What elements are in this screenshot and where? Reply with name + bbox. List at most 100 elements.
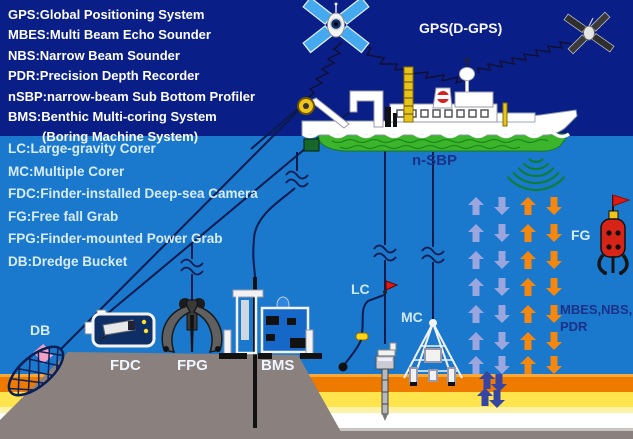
label-fg: FG bbox=[571, 227, 591, 243]
hull-wave-texture bbox=[331, 138, 549, 144]
beam-arrow-down-icon bbox=[546, 278, 562, 296]
funnel-emblem-bar bbox=[437, 95, 449, 99]
lc-float bbox=[355, 332, 369, 341]
fdc-light-2 bbox=[143, 328, 149, 334]
crane-pulley-hub bbox=[303, 103, 309, 109]
bms-leg-right bbox=[305, 329, 314, 355]
lc-flag-icon bbox=[385, 280, 399, 291]
legend-line: nSBP:narrow-beam Sub Bottom Profiler bbox=[8, 88, 256, 104]
beam-arrow-down-icon bbox=[546, 197, 562, 215]
dredge-bucket bbox=[7, 343, 65, 397]
deck-post bbox=[385, 107, 391, 127]
bow-mast bbox=[502, 102, 508, 127]
dgps-satellite-icon bbox=[563, 11, 615, 55]
fg-grab bbox=[597, 194, 631, 275]
cable-break-marks bbox=[180, 170, 445, 276]
rocky-slope bbox=[0, 352, 345, 439]
beam-arrow-up-icon bbox=[520, 197, 536, 215]
beam-arrow-up-icon bbox=[477, 388, 493, 406]
beam-arrow-up-icon bbox=[468, 332, 484, 350]
signal-right-sat-to-ship bbox=[477, 41, 573, 74]
legend-line: PDR:Precision Depth Recorder bbox=[8, 68, 200, 84]
lc-corer bbox=[338, 280, 399, 421]
legend-acronyms-top: GPS:Global Positioning System MBES:Multi… bbox=[8, 5, 255, 148]
label-nsbp: n-SBP bbox=[412, 152, 457, 169]
fdc-light bbox=[141, 319, 147, 325]
fg-body bbox=[600, 218, 626, 258]
beam-arrow-down-icon bbox=[546, 332, 562, 350]
label-gps-dgps: GPS(D-GPS) bbox=[419, 20, 503, 36]
beam-arrow-down-icon bbox=[546, 305, 562, 323]
lc-fin bbox=[377, 349, 396, 357]
cable-stub bbox=[250, 106, 301, 150]
beam-arrow-down-icon bbox=[489, 390, 505, 408]
lc-trigger-line bbox=[361, 294, 385, 334]
acoustic-beam-arrows bbox=[468, 197, 562, 408]
beam-arrow-up-icon bbox=[468, 278, 484, 296]
beam-arrow-down-icon bbox=[546, 224, 562, 242]
beam-arrow-up-icon bbox=[520, 356, 536, 374]
sediment-layer-orange-edge bbox=[0, 374, 633, 377]
legend-line: MC:Multiple Corer bbox=[8, 163, 125, 179]
research-vessel bbox=[297, 58, 578, 152]
gps-satellite-icon bbox=[302, 0, 370, 54]
label-mc: MC bbox=[401, 309, 423, 325]
beam-arrow-down-icon bbox=[491, 374, 507, 392]
beam-arrow-down-icon bbox=[494, 224, 510, 242]
fdc-lens bbox=[128, 321, 135, 330]
mc-tripod bbox=[403, 319, 463, 386]
deck-post-2 bbox=[393, 113, 397, 127]
beam-arrow-up-icon bbox=[468, 224, 484, 242]
radar-dome-icon bbox=[459, 67, 475, 81]
dredge-bucket-band bbox=[33, 343, 53, 364]
lattice-mast-rungs bbox=[404, 73, 413, 115]
beam-arrow-down-icon bbox=[494, 356, 510, 374]
label-mbes-nbs-pdr: MBES,NBS, PDR bbox=[560, 302, 633, 334]
beam-arrow-up-icon bbox=[468, 356, 484, 374]
beam-arrow-up-icon bbox=[468, 305, 484, 323]
radar-pole bbox=[465, 79, 469, 93]
dredge-bucket-net bbox=[8, 346, 64, 397]
beam-arrow-down-icon bbox=[546, 251, 562, 269]
beam-arrow-up-icon bbox=[520, 305, 536, 323]
waterline-foam bbox=[301, 129, 571, 139]
beam-arrow-down-icon bbox=[494, 305, 510, 323]
beam-arrow-up-icon bbox=[520, 278, 536, 296]
beam-arrow-down-icon bbox=[546, 356, 562, 374]
legend-line: (Boring Machine System) bbox=[42, 129, 199, 145]
beam-arrow-up-icon bbox=[520, 332, 536, 350]
bridge bbox=[454, 91, 494, 108]
label-fpg: FPG bbox=[177, 357, 208, 374]
cable-to-bms bbox=[252, 152, 298, 280]
lattice-mast bbox=[403, 66, 414, 123]
label-bms: BMS bbox=[261, 357, 295, 374]
legend-line: FPG:Finder-mounted Power Grab bbox=[8, 231, 223, 247]
legend-line: BMS:Benthic Multi-coring System bbox=[8, 109, 217, 125]
bms-piston bbox=[241, 300, 249, 340]
a-frame-gantry bbox=[349, 90, 384, 128]
label-lc: LC bbox=[351, 281, 370, 297]
legend-line: FDC:Finder-installed Deep-sea Camera bbox=[8, 186, 258, 202]
legend-acronyms-bottom: LC:Large-gravity Corer MC:Multiple Corer… bbox=[8, 138, 258, 274]
legend-line: DB:Dredge Bucket bbox=[8, 253, 128, 269]
nsbp-sonar-arcs-icon bbox=[506, 158, 566, 191]
label-db: DB bbox=[30, 322, 51, 338]
fpg-grab bbox=[161, 298, 223, 353]
beam-arrow-down-icon bbox=[494, 251, 510, 269]
lc-core-tip bbox=[382, 414, 388, 421]
legend-line: LC:Large-gravity Corer bbox=[8, 141, 156, 156]
beam-arrow-up-icon bbox=[520, 224, 536, 242]
beam-arrow-up-icon bbox=[479, 371, 495, 389]
legend-line: GPS:Global Positioning System bbox=[8, 7, 205, 22]
beam-arrow-down-icon bbox=[494, 332, 510, 350]
label-fdc: FDC bbox=[110, 357, 141, 374]
beam-arrow-up-icon bbox=[468, 251, 484, 269]
lc-trigger-weight bbox=[338, 362, 348, 372]
beam-arrow-down-icon bbox=[494, 278, 510, 296]
beam-arrow-down-icon bbox=[494, 197, 510, 215]
fdc-camera bbox=[84, 309, 156, 348]
legend-line: MBES:Multi Beam Echo Sounder bbox=[8, 27, 211, 43]
bms-machine bbox=[219, 277, 322, 428]
